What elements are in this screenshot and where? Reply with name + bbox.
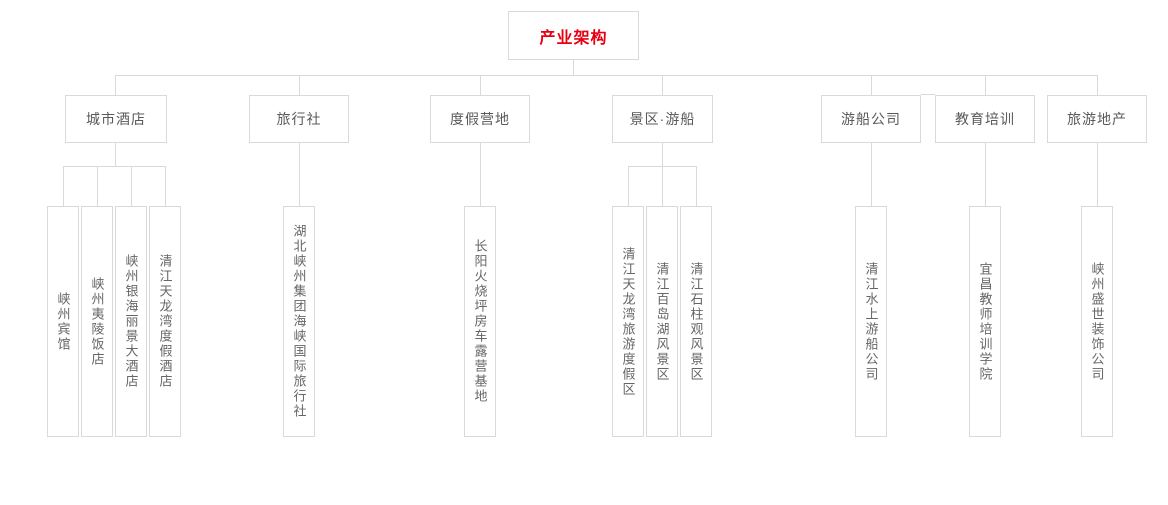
connector-g1-bus	[63, 166, 166, 167]
connector-g1-drop-4	[165, 166, 166, 206]
category-node-city-hotels: 城市酒店	[65, 95, 167, 143]
subsidiary-node: 峡州夷陵饭店	[81, 206, 113, 437]
connector-g2-line	[299, 143, 300, 206]
connector-g1-stub	[115, 143, 116, 166]
connector-drop-holiday-camp	[480, 75, 481, 95]
connector-g3-line	[480, 143, 481, 206]
connector-g1-drop-1	[63, 166, 64, 206]
subsidiary-node: 湖北峡州集团海峡国际旅行社	[283, 206, 315, 437]
connector-main-bus	[115, 75, 1098, 76]
connector-g4-drop-2	[662, 166, 663, 206]
subsidiary-node: 清江天龙湾旅游度假区	[612, 206, 644, 437]
connector-drop-city-hotels	[115, 75, 116, 95]
category-node-education-training: 教育培训	[935, 95, 1035, 143]
connector-g4-drop-1	[628, 166, 629, 206]
subsidiary-node: 长阳火烧坪房车露营基地	[464, 206, 496, 437]
subsidiary-node: 宜昌教师培训学院	[969, 206, 1001, 437]
subsidiary-node: 峡州银海丽景大酒店	[115, 206, 147, 437]
connector-g4-drop-3	[696, 166, 697, 206]
connector-drop-scenic-cruise	[662, 75, 663, 95]
connector-drop-tourism-realestate	[1097, 75, 1098, 95]
root-node: 产业架构	[508, 11, 639, 60]
connector-drop-education-training	[985, 75, 986, 95]
connector-sibling-tick	[921, 94, 935, 95]
connector-g1-drop-3	[131, 166, 132, 206]
subsidiary-node: 峡州盛世装饰公司	[1081, 206, 1113, 437]
connector-drop-travel-agency	[299, 75, 300, 95]
subsidiary-node: 峡州宾馆	[47, 206, 79, 437]
subsidiary-node: 清江石柱观风景区	[680, 206, 712, 437]
category-node-cruise-company: 游船公司	[821, 95, 921, 143]
connector-g7-line	[1097, 143, 1098, 206]
category-node-tourism-realestate: 旅游地产	[1047, 95, 1147, 143]
connector-g4-stub	[662, 143, 663, 166]
subsidiary-node: 清江百岛湖风景区	[646, 206, 678, 437]
connector-g5-line	[871, 143, 872, 206]
connector-drop-cruise-company	[871, 75, 872, 95]
category-node-scenic-cruise: 景区·游船	[612, 95, 713, 143]
connector-g1-drop-2	[97, 166, 98, 206]
category-node-travel-agency: 旅行社	[249, 95, 349, 143]
subsidiary-node: 清江天龙湾度假酒店	[149, 206, 181, 437]
connector-root-stub	[573, 60, 574, 75]
category-node-holiday-camp: 度假营地	[430, 95, 530, 143]
subsidiary-node: 清江水上游船公司	[855, 206, 887, 437]
connector-g6-line	[985, 143, 986, 206]
